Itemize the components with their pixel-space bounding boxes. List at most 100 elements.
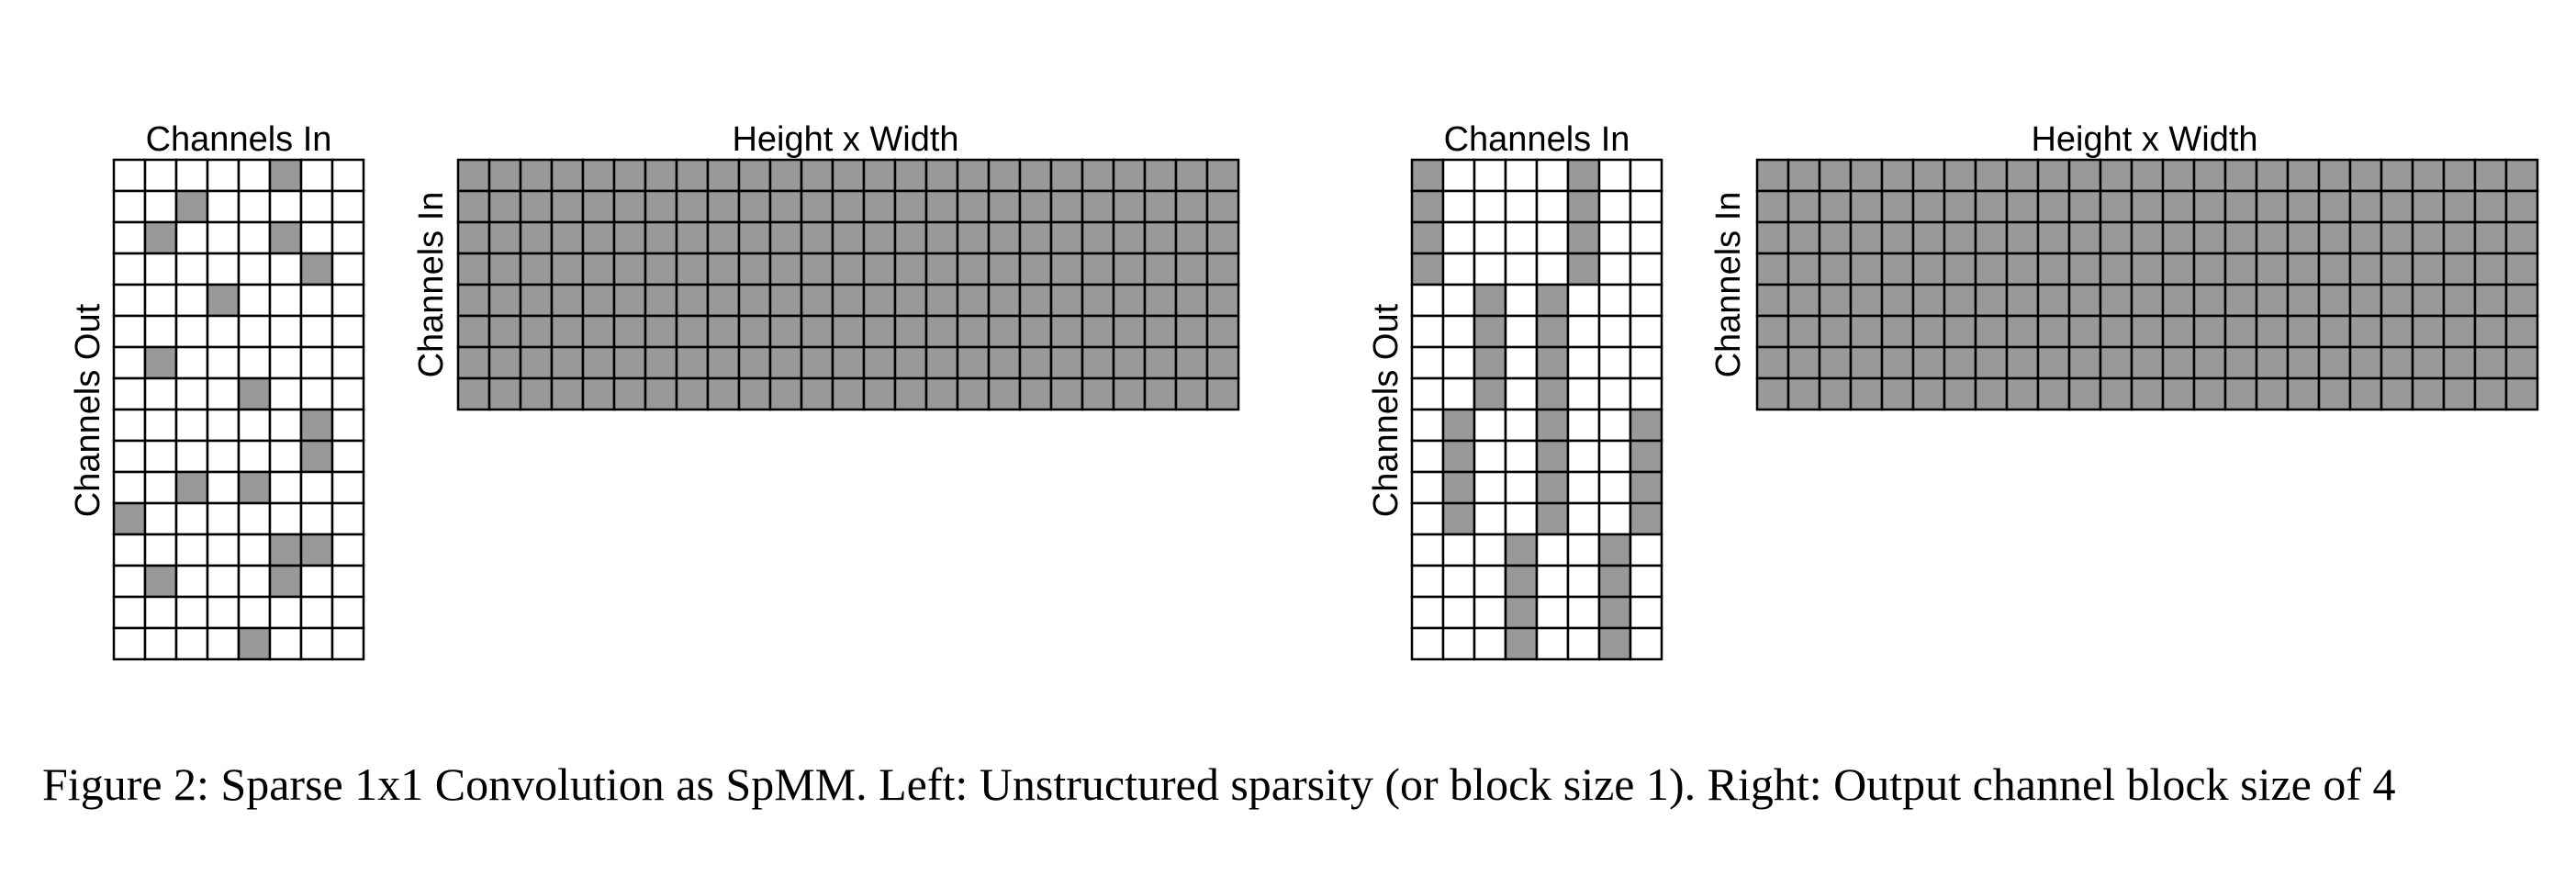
right-input-cell (2286, 376, 2321, 411)
left-input-cell (1049, 189, 1084, 224)
left-input-cell (644, 345, 678, 380)
left-input-cell (1205, 345, 1240, 380)
left-weight-cell (112, 533, 147, 567)
right-input-cell (2192, 220, 2227, 255)
right-weight-cell (1441, 376, 1476, 411)
right-input-cell (2099, 314, 2134, 349)
right-weight-cell (1566, 595, 1601, 630)
right-input-cell (1849, 283, 1884, 318)
right-weight-cell (1473, 252, 1507, 286)
right-weight-cell (1410, 533, 1445, 567)
right-weight-cell (1473, 376, 1507, 411)
right-input-cell (1755, 345, 1790, 380)
right-input-cell (2005, 314, 2040, 349)
left-weight-cell (112, 189, 147, 224)
right-input-cell (2067, 283, 2102, 318)
right-weight-cell (1410, 595, 1445, 630)
left-input-cell (1081, 283, 1115, 318)
right-input-cell (1943, 252, 1977, 286)
left-weight-cell (299, 501, 334, 536)
left-weight-cell (206, 189, 241, 224)
left-weight-cell (206, 595, 241, 630)
left-weight-cell (112, 501, 147, 536)
right-input-cell (2130, 189, 2165, 224)
left-input-cell (862, 376, 897, 411)
right-input-cell (1755, 314, 1790, 349)
left-weight-cell (268, 220, 303, 255)
right-input-cell (2286, 252, 2321, 286)
left-weight-cell (143, 314, 178, 349)
right-weight-cell (1629, 252, 1663, 286)
right-weight-cell (1597, 533, 1632, 567)
left-input-cell (519, 345, 554, 380)
left-input-cell (706, 283, 741, 318)
left-weight-cell (268, 314, 303, 349)
left-weight-cell (299, 408, 334, 443)
right-input-cell (2005, 345, 2040, 380)
right-input-cell (2005, 376, 2040, 411)
left-weight-cell (174, 533, 209, 567)
right-weight-cell (1473, 345, 1507, 380)
left-input-cell (862, 189, 897, 224)
right-input-cell (2286, 345, 2321, 380)
right-input-cell (2255, 220, 2290, 255)
left-input-cell (737, 158, 772, 193)
right-input-cell (2317, 314, 2352, 349)
left-input-cell (487, 283, 522, 318)
right-input-cell (2130, 220, 2165, 255)
right-weight-cell (1410, 376, 1445, 411)
right-input-cell (2442, 189, 2477, 224)
left-weight-cell (143, 439, 178, 474)
right-weight-cell (1597, 376, 1632, 411)
right-input-cell (2223, 252, 2258, 286)
right-weight-cell (1629, 376, 1663, 411)
right-input-cell (2473, 220, 2508, 255)
left-input-cell (893, 314, 928, 349)
right-input-cell (2348, 252, 2383, 286)
right-input-cell (2255, 252, 2290, 286)
left-input-cell (1143, 314, 1178, 349)
left-weight-cell (237, 533, 272, 567)
left-input-cell (1205, 314, 1240, 349)
left-input-cell (644, 314, 678, 349)
left-weight-cell (143, 345, 178, 380)
left-input-cell (862, 345, 897, 380)
left-weight-cell (237, 470, 272, 505)
right-input-cell (1755, 376, 1790, 411)
right-weight-cell (1441, 158, 1476, 193)
right-weight-cell (1629, 533, 1663, 567)
right-input-cell (2380, 158, 2414, 193)
left-weight-cell (330, 564, 365, 599)
left-input-cell (1174, 189, 1209, 224)
left-input-cell (487, 220, 522, 255)
right-weight-cell (1535, 220, 1570, 255)
right-input-cell (2223, 189, 2258, 224)
left-input-cell (831, 376, 866, 411)
left-input-cell (893, 283, 928, 318)
right-weight-cell (1441, 252, 1476, 286)
right-input-cell (2036, 283, 2071, 318)
left-input-cell (768, 345, 803, 380)
right-weight-cell (1535, 283, 1570, 318)
left-weight-cell (330, 470, 365, 505)
right-input-cell (2067, 314, 2102, 349)
left-weight-cell (268, 408, 303, 443)
right-input-cell (1849, 158, 1884, 193)
left-weight-cell (206, 314, 241, 349)
left-weight-cell (330, 189, 365, 224)
left-input-cell (1174, 345, 1209, 380)
right-input-cell (2067, 220, 2102, 255)
right-weight-cell (1566, 501, 1601, 536)
right-input-cell (2005, 189, 2040, 224)
left-weight-cell (206, 158, 241, 193)
right-input-cell (2161, 376, 2196, 411)
left-weight-cell (268, 158, 303, 193)
left-input-cell (924, 345, 959, 380)
left-input-cell (1018, 158, 1053, 193)
right-input-cell (2317, 252, 2352, 286)
right-weight-cell (1629, 220, 1663, 255)
left-input-cell (581, 345, 616, 380)
left-input-cell (956, 220, 991, 255)
left-weight-cell (268, 252, 303, 286)
